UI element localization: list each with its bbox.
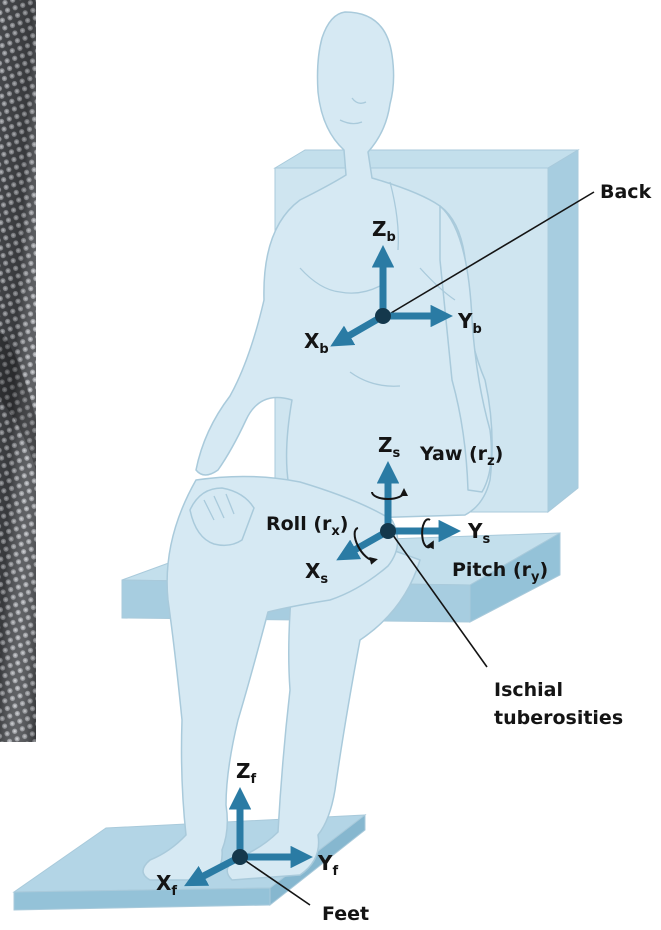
back-callout: Back bbox=[600, 181, 652, 203]
seat-y-label: Ys bbox=[467, 519, 490, 547]
feet-z-label: Zf bbox=[236, 759, 257, 787]
seat-origin-node bbox=[380, 523, 396, 539]
fabric-texture-photo bbox=[0, 0, 36, 742]
feet-y-label: Yf bbox=[317, 851, 338, 879]
feet-callout: Feet bbox=[322, 903, 369, 925]
back-origin-node bbox=[375, 308, 391, 324]
feet-origin-node bbox=[232, 849, 248, 865]
ischial-callout-line1: Ischial bbox=[494, 679, 563, 701]
ischial-callout-line2: tuberosities bbox=[494, 707, 623, 729]
